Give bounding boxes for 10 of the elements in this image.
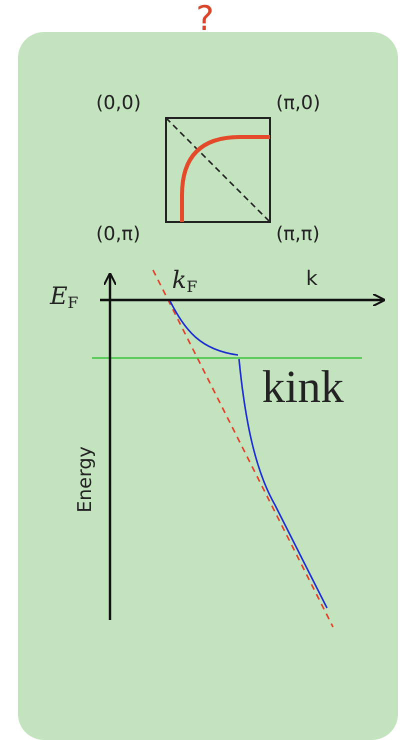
corner-label: (π,0) <box>276 94 320 113</box>
axis-label: k <box>306 268 318 288</box>
corner-label: (0,π) <box>96 225 140 244</box>
axis-label: k$_{F}$ <box>172 268 198 296</box>
corner-label: (0,0) <box>96 94 142 113</box>
axis-label: Energy <box>76 446 95 513</box>
kink-label: kink <box>262 364 344 410</box>
heading: ? <box>196 2 214 36</box>
corner-label: (π,π) <box>276 225 320 244</box>
axis-label: E$_{F}$ <box>50 284 78 312</box>
